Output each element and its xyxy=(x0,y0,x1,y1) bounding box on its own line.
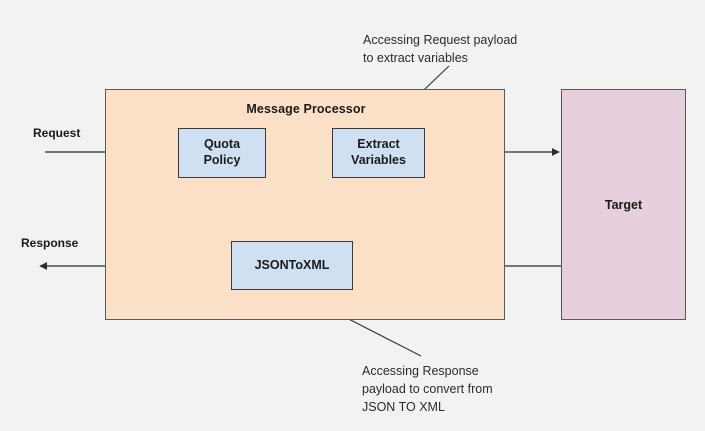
node-extract-variables-label: Extract Variables xyxy=(351,137,406,167)
message-processor-title: Message Processor xyxy=(246,102,366,116)
node-quota-policy[interactable]: Quota Policy xyxy=(178,128,266,178)
response-flow-label: Response xyxy=(21,236,79,250)
node-jsontoxml-label: JSONToXML xyxy=(254,257,330,272)
annotation-request-payload: Accessing Request payload to extract var… xyxy=(363,33,518,66)
request-flow-label: Request xyxy=(33,126,81,140)
annotation-response-payload: Accessing Response payload to convert fr… xyxy=(362,364,493,415)
node-extract-variables[interactable]: Extract Variables xyxy=(332,128,425,178)
node-jsontoxml[interactable]: JSONToXML xyxy=(231,241,353,290)
node-quota-policy-label: Quota Policy xyxy=(203,137,241,167)
node-target-label: Target xyxy=(604,197,643,212)
node-target[interactable]: Target xyxy=(561,89,686,320)
